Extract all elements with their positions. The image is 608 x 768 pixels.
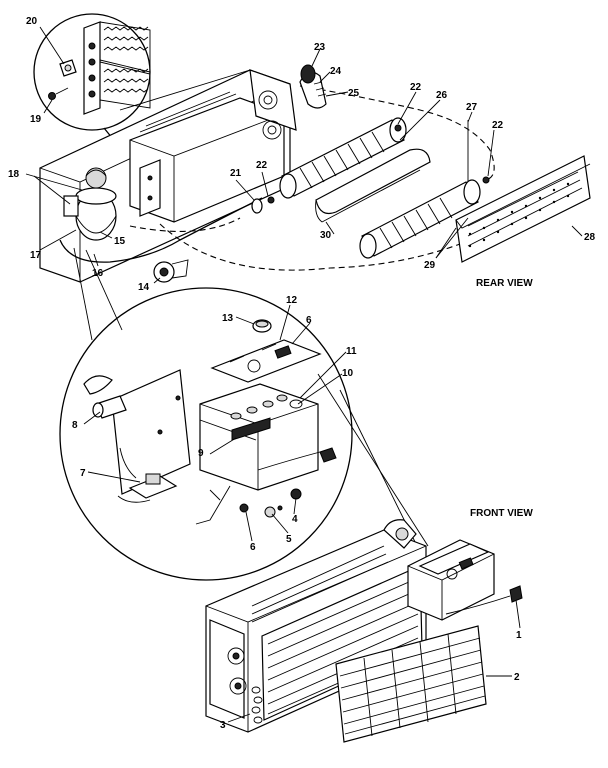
- callout-21: 21: [230, 168, 242, 179]
- callout-3: 3: [220, 720, 226, 731]
- callout-22-right: 22: [492, 120, 504, 131]
- callout-6-bottom: 6: [250, 542, 256, 553]
- callout-9: 9: [198, 448, 204, 459]
- callout-30: 30: [320, 230, 332, 241]
- callout-17: 17: [30, 250, 42, 261]
- callout-1: 1: [516, 630, 522, 641]
- callout-23: 23: [314, 42, 326, 53]
- callout-13: 13: [222, 313, 234, 324]
- detail-circle-middle: [59, 247, 353, 581]
- evaporator-coil: [455, 155, 591, 263]
- callout-22-upper: 22: [410, 82, 422, 93]
- front-view-caption: FRONT VIEW: [470, 508, 533, 519]
- callout-7: 7: [80, 468, 86, 479]
- rear-view-caption: REAR VIEW: [476, 278, 533, 289]
- callout-24: 24: [330, 66, 342, 77]
- leader-lines: [25, 26, 583, 723]
- callout-18: 18: [8, 169, 20, 180]
- front-grille: [335, 625, 487, 743]
- callout-16: 16: [92, 268, 104, 279]
- callout-10: 10: [342, 368, 354, 379]
- detail-circle-top: [33, 13, 151, 131]
- callout-22-center: 22: [256, 160, 268, 171]
- callout-11: 11: [346, 346, 357, 357]
- callout-25: 25: [348, 88, 360, 99]
- callout-19: 19: [30, 114, 42, 125]
- blower-wheel-upper: [279, 117, 407, 199]
- callout-15: 15: [114, 236, 126, 247]
- callout-12: 12: [286, 295, 298, 306]
- callout-26: 26: [436, 90, 448, 101]
- callout-4: 4: [292, 514, 298, 525]
- rear-view-assembly: [39, 64, 591, 283]
- callout-2: 2: [514, 672, 520, 683]
- callout-labels: 20 19 18 17 15 16 14 21 22 23 24 25 22 2…: [8, 16, 596, 731]
- callout-28: 28: [584, 232, 596, 243]
- front-view-assembly: [205, 519, 523, 743]
- callout-20: 20: [26, 16, 38, 27]
- blower-wheel-lower: [359, 179, 481, 259]
- callout-6-panel: 6: [306, 315, 312, 326]
- callout-8: 8: [72, 420, 78, 431]
- callout-27: 27: [466, 102, 478, 113]
- callout-29: 29: [424, 260, 436, 271]
- callout-5: 5: [286, 534, 292, 545]
- callout-14: 14: [138, 282, 150, 293]
